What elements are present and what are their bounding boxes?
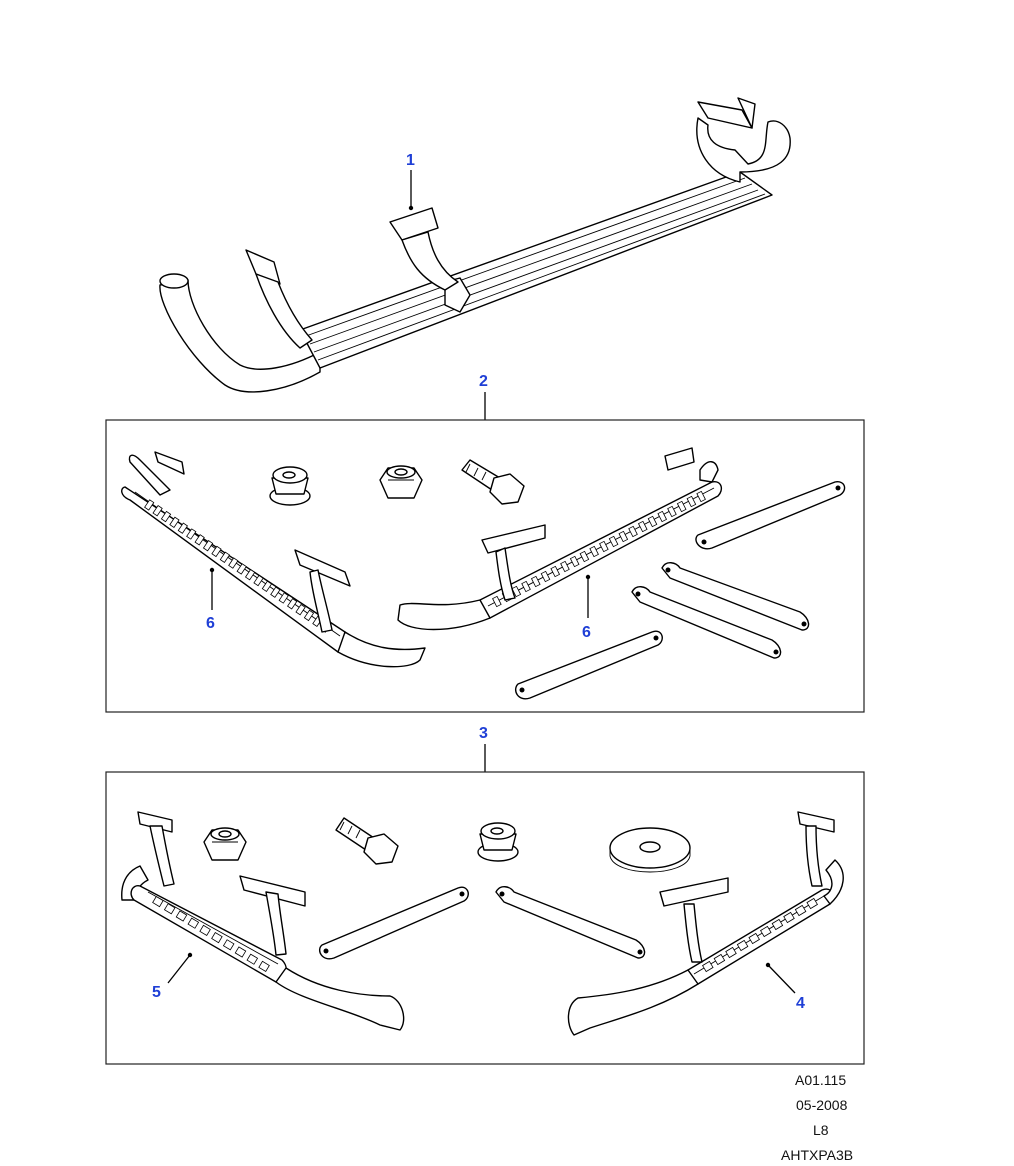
rivnut-icon-kit3 bbox=[477, 822, 519, 862]
caption-figure-id: A01.115 bbox=[795, 1072, 846, 1088]
kit-3-frame bbox=[105, 771, 865, 1065]
stay-bar-4 bbox=[514, 630, 663, 700]
washer-icon bbox=[609, 827, 691, 873]
kit-2-frame bbox=[105, 419, 865, 713]
callout-2: 2 bbox=[479, 373, 488, 390]
callout-3: 3 bbox=[479, 725, 488, 742]
step-left-kit2 bbox=[121, 451, 426, 668]
caption-date: 05-2008 bbox=[796, 1097, 848, 1113]
stay-bar-3 bbox=[631, 586, 782, 659]
step-left-kit3 bbox=[121, 811, 405, 1031]
side-step-assembly bbox=[159, 97, 791, 393]
caption-code: AHTXPA3B bbox=[781, 1147, 853, 1163]
rivnut-icon bbox=[269, 466, 311, 506]
step-right-kit3 bbox=[567, 811, 844, 1036]
nyloc-nut-icon-kit3 bbox=[203, 827, 247, 861]
callout-6-right: 6 bbox=[582, 624, 591, 641]
bolt-icon bbox=[461, 459, 525, 505]
bolt-icon-kit3 bbox=[335, 817, 399, 865]
stay-bar-5 bbox=[318, 886, 469, 960]
callout-1: 1 bbox=[406, 152, 415, 169]
step-right-kit2 bbox=[397, 447, 723, 631]
callout-4: 4 bbox=[796, 995, 805, 1012]
callout-6-left: 6 bbox=[206, 615, 215, 632]
stay-bar-1 bbox=[695, 481, 846, 550]
stay-bar-6 bbox=[495, 886, 646, 959]
callout-5: 5 bbox=[152, 984, 161, 1001]
stay-bar-2 bbox=[661, 562, 810, 631]
nyloc-nut-icon bbox=[379, 465, 423, 499]
caption-model: L8 bbox=[813, 1122, 829, 1138]
